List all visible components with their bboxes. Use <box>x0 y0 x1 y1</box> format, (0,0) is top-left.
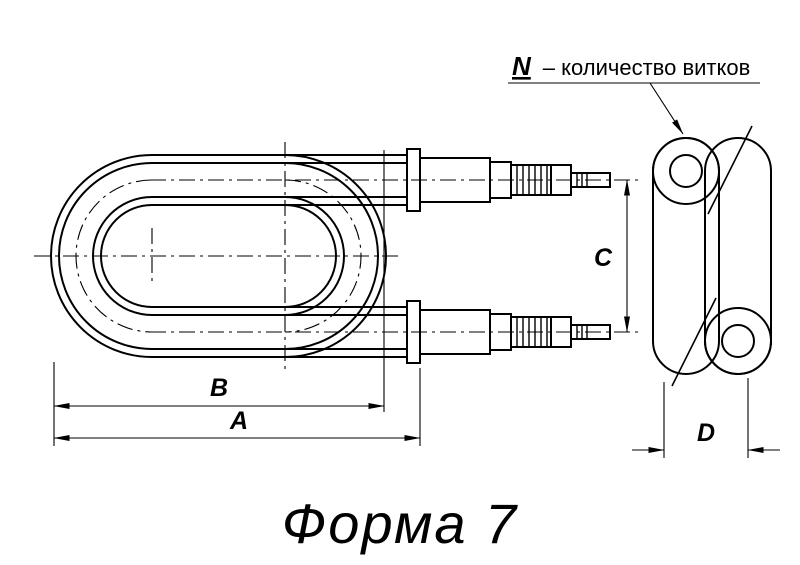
coil-band-left <box>652 137 720 375</box>
centerlines <box>34 142 638 370</box>
dimension-C: C <box>594 179 630 333</box>
coil-turn-bottom-outer <box>704 307 772 375</box>
dimension-c-label: C <box>594 244 613 272</box>
coil-turn-slant-lines <box>671 125 753 387</box>
dimension-d-label: D <box>697 419 715 447</box>
dimension-a-label: A <box>229 407 248 435</box>
coil-band-right <box>704 137 772 375</box>
dimension-b-label: B <box>210 374 228 402</box>
coil-outer-bend-arcs <box>50 154 387 358</box>
coil-tube-leg-lines <box>152 154 407 358</box>
callout-label: N – количество витков <box>512 51 750 81</box>
coil-turns-text: – количество витков <box>543 55 751 80</box>
side-view <box>34 142 638 370</box>
coil-turns-symbol: N <box>512 51 532 81</box>
callout-leader-arrow <box>649 82 684 135</box>
dimension-d-extension-lines <box>663 378 749 458</box>
dimension-B: B <box>53 150 385 446</box>
coil-turn-top-inner <box>669 154 703 188</box>
coil-turns-callout: N – количество витков <box>508 51 760 135</box>
coil-turn-bottom-inner <box>721 324 755 358</box>
coil-turn-top-outer <box>652 137 720 205</box>
end-view <box>652 125 772 387</box>
dimension-D: D <box>632 378 780 458</box>
dimension-A: A <box>53 368 421 446</box>
form-title: Форма 7 <box>282 492 518 555</box>
